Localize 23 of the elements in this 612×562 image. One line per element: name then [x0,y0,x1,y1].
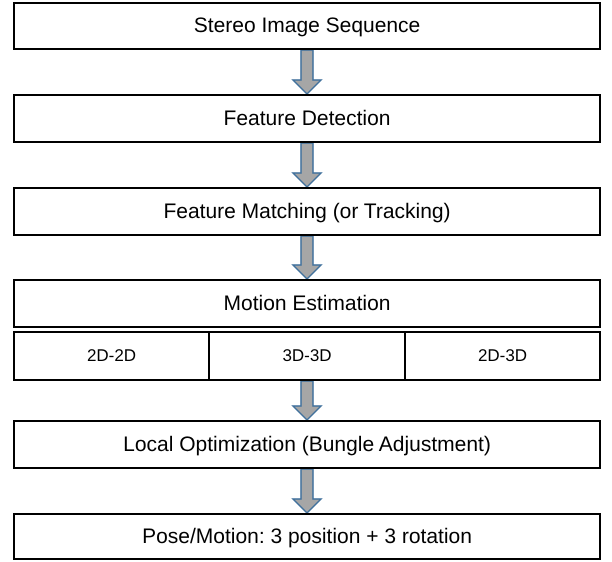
process-box [13,513,601,560]
process-box [13,2,601,50]
step-label: Feature Detection [224,106,390,130]
block-arrow [291,142,323,188]
step-label: 2D-3D [478,346,528,366]
step-label: 3D-3D [282,346,332,366]
process-box [208,331,406,381]
block-arrow [291,235,323,280]
process-box [13,279,601,328]
step-label: Pose/Motion: 3 position + 3 rotation [142,524,472,548]
step-label: Local Optimization (Bungle Adjustment) [123,432,491,456]
block-arrow [291,49,323,96]
block-arrow [291,468,323,514]
step-label: Stereo Image Sequence [194,14,420,38]
process-box [13,94,601,143]
process-box [13,420,601,469]
step-label: 2D-2D [86,346,136,366]
process-box [404,331,601,381]
step-label: Feature Matching (or Tracking) [163,200,451,224]
process-box [13,187,601,236]
process-box [13,331,210,381]
step-label: Motion Estimation [224,292,390,316]
block-arrow [291,380,323,422]
